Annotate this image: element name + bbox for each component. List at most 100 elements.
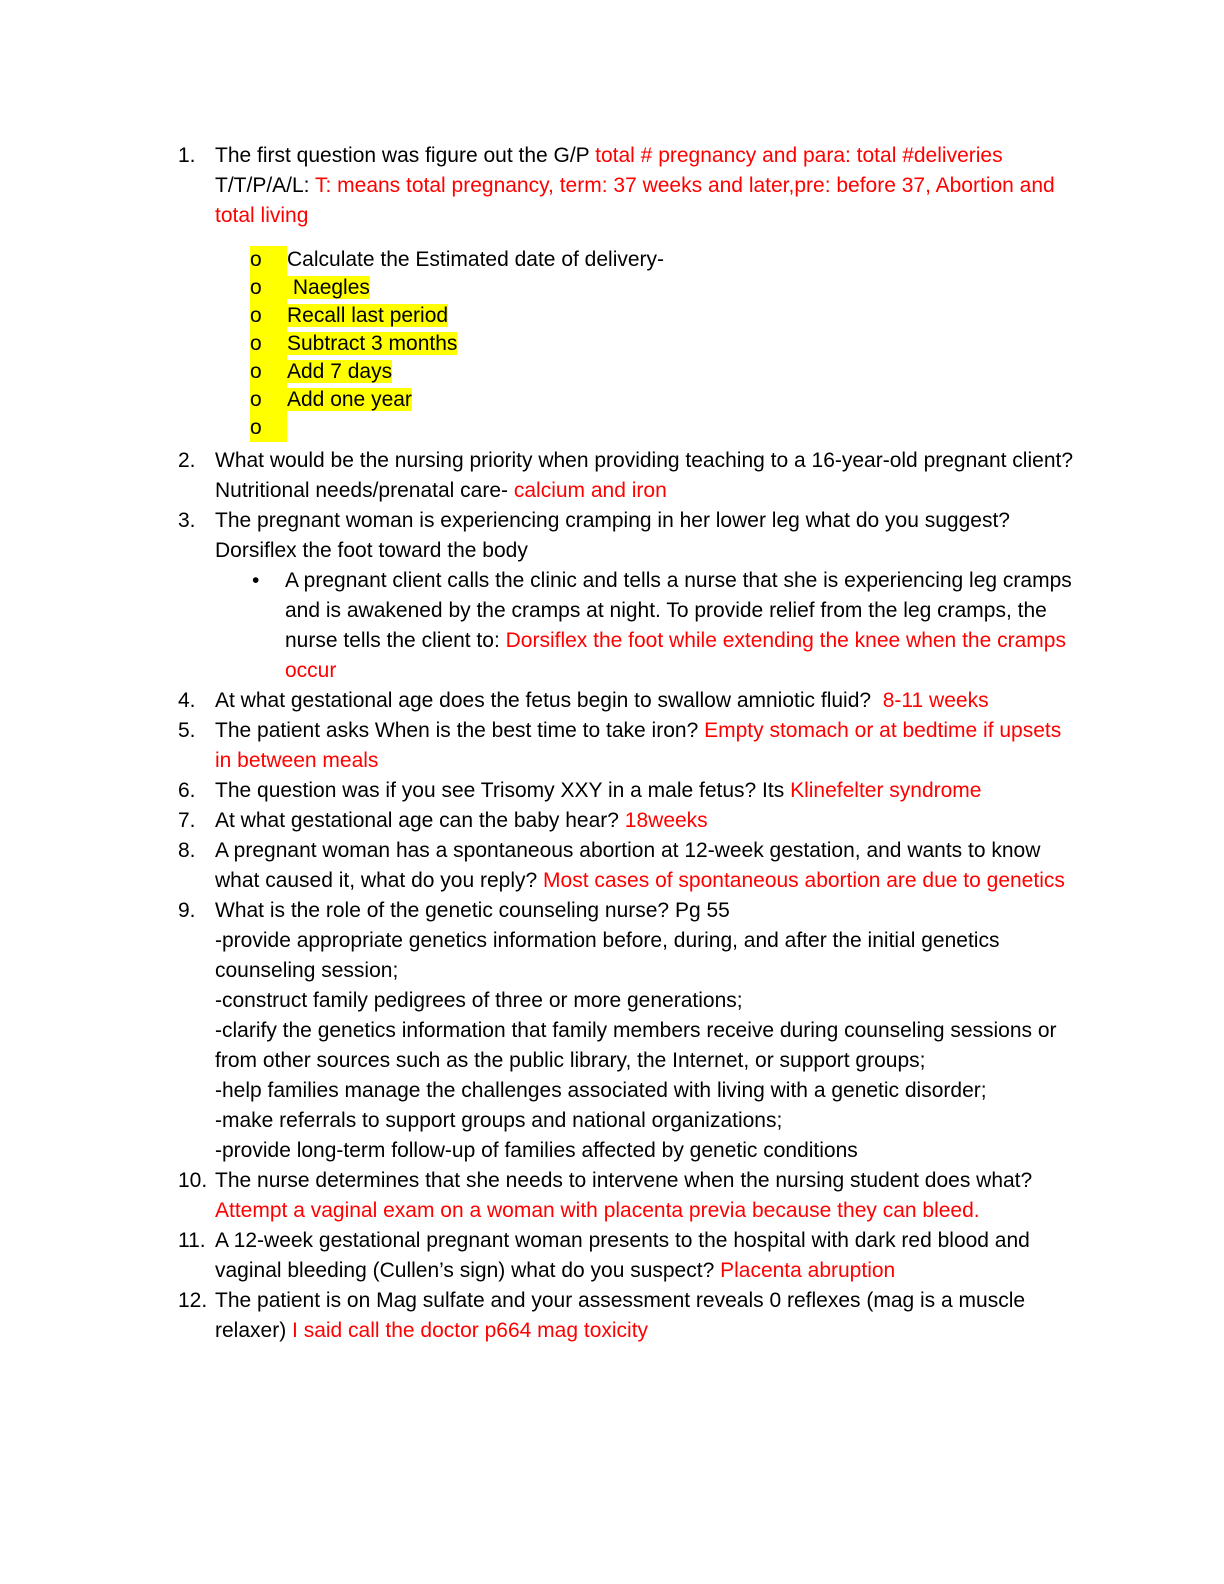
question-number: 5.	[178, 719, 196, 742]
answer-text-segment: calcium and iron	[513, 479, 667, 502]
question-item: 10. The nurse determines that she needs t…	[178, 1166, 1076, 1226]
question-number: 12.	[178, 1289, 208, 1312]
answer-text-segment: Most cases of spontaneous abortion are d…	[543, 869, 1065, 892]
question-item: 4. At what gestational age does the fetus…	[178, 686, 1076, 716]
highlighted-text-segment: Add 7 days	[287, 360, 393, 383]
question-number: 8.	[178, 839, 196, 862]
circle-list-marker: o	[250, 330, 287, 358]
question-body: The pregnant woman is experiencing cramp…	[215, 506, 1076, 686]
question-number: 7.	[178, 809, 196, 832]
question-item: 5. The patient asks When is the best time…	[178, 716, 1076, 776]
sub-item-text: Subtract 3 months	[287, 330, 1076, 358]
question-body: The nurse determines that she needs to i…	[215, 1166, 1076, 1226]
answer-text-segment: Klinefelter syndrome	[790, 779, 982, 802]
question-body: What is the role of the genetic counseli…	[215, 896, 1076, 1166]
sub-item-text: Calculate the Estimated date of delivery…	[287, 246, 1076, 274]
question-text-segment: The question was if you see Trisomy XXY …	[215, 779, 791, 802]
question-text-segment: What is the role of the genetic counseli…	[215, 899, 1057, 1162]
question-paragraph: The nurse determines that she needs to i…	[215, 1166, 1076, 1226]
question-item: 3. The pregnant woman is experiencing cra…	[178, 506, 1076, 686]
circle-list-marker: o	[250, 414, 287, 442]
question-text-segment: A pregnant client calls the clinic and t…	[285, 569, 1078, 652]
question-number: 6.	[178, 779, 196, 802]
sub-list-item: o	[250, 414, 1076, 442]
question-paragraph: The question was if you see Trisomy XXY …	[215, 776, 1076, 806]
answer-text-segment: Empty stomach or at bedtime if upsets in…	[215, 719, 1068, 772]
question-text-segment: At what gestational age does the fetus b…	[215, 689, 883, 712]
question-item: 11. A 12-week gestational pregnant woman …	[178, 1226, 1076, 1286]
question-number: 4.	[178, 689, 196, 712]
highlighted-text-segment: Subtract 3 months	[287, 332, 458, 355]
question-body: The first question was figure out the G/…	[215, 141, 1076, 446]
question-number: 2.	[178, 449, 196, 472]
question-number: 10.	[178, 1169, 208, 1192]
question-text-segment: A 12-week gestational pregnant woman pre…	[215, 1229, 1036, 1282]
question-text-segment: At what gestational age can the baby hea…	[215, 809, 625, 832]
question-number: 1.	[178, 144, 196, 167]
circle-list-marker: o	[250, 386, 287, 414]
question-body: The question was if you see Trisomy XXY …	[215, 776, 1076, 806]
question-paragraph: What is the role of the genetic counseli…	[215, 896, 1076, 1166]
question-paragraph: What would be the nursing priority when …	[215, 446, 1076, 506]
question-text-segment: The pregnant woman is experiencing cramp…	[215, 509, 1016, 562]
question-item: 2. What would be the nursing priority whe…	[178, 446, 1076, 506]
highlighted-text-segment: Naegles	[287, 276, 370, 299]
question-item: 12. The patient is on Mag sulfate and you…	[178, 1286, 1076, 1346]
question-paragraph: A 12-week gestational pregnant woman pre…	[215, 1226, 1076, 1286]
circle-list-marker: o	[250, 358, 287, 386]
sub-item-text: Naegles	[287, 274, 1076, 302]
question-body: A pregnant woman has a spontaneous abort…	[215, 836, 1076, 896]
question-body: At what gestational age does the fetus b…	[215, 686, 1076, 716]
answer-text-segment: 18weeks	[624, 809, 708, 832]
question-text-segment: T/T/P/A/L:	[215, 144, 1009, 197]
sub-item-text: Add one year	[287, 386, 1076, 414]
question-paragraph: A pregnant woman has a spontaneous abort…	[215, 836, 1076, 896]
answer-text-segment: Dorsiflex the foot while extending the k…	[285, 629, 1072, 682]
answer-text-segment: total # pregnancy and para: total #deliv…	[595, 144, 1003, 167]
question-item: 1. The first question was figure out the …	[178, 141, 1076, 446]
question-body: The patient is on Mag sulfate and your a…	[215, 1286, 1076, 1346]
question-number: 11.	[178, 1229, 206, 1252]
sub-item-text: A pregnant client calls the clinic and t…	[285, 566, 1076, 686]
question-text-segment: Calculate the Estimated date of delivery…	[287, 248, 665, 271]
answer-text-segment: 8-11 weeks	[882, 689, 989, 712]
answer-text-segment: Placenta abruption	[720, 1259, 896, 1282]
sub-list-item: o Naegles	[250, 274, 1076, 302]
question-paragraph: At what gestational age can the baby hea…	[215, 806, 1076, 836]
sub-list-item: • A pregnant client calls the clinic and …	[250, 566, 1076, 686]
circle-list-marker: o	[250, 246, 287, 274]
question-paragraph: The pregnant woman is experiencing cramp…	[215, 506, 1076, 566]
question-number: 9.	[178, 899, 196, 922]
sub-item-text: Add 7 days	[287, 358, 1076, 386]
question-text-segment: The patient is on Mag sulfate and your a…	[215, 1289, 1031, 1342]
sub-list-bullets: • A pregnant client calls the clinic and …	[250, 566, 1076, 686]
question-item: 6. The question was if you see Trisomy XX…	[178, 776, 1076, 806]
question-text-segment: A pregnant woman has a spontaneous abort…	[215, 839, 1047, 892]
question-list: 1. The first question was figure out the …	[178, 141, 1076, 1346]
bullet-list-marker: •	[252, 569, 260, 592]
answer-text-segment: T: means total pregnancy, term: 37 weeks…	[215, 174, 1061, 227]
sub-item-text: Recall last period	[287, 302, 1076, 330]
answer-text-segment: I said call the doctor p664 mag toxicity	[292, 1319, 649, 1342]
question-item: 9. What is the role of the genetic counse…	[178, 896, 1076, 1166]
question-body: At what gestational age can the baby hea…	[215, 806, 1076, 836]
circle-list-marker: o	[250, 274, 287, 302]
question-text-segment: The patient asks When is the best time t…	[215, 719, 705, 742]
question-item: 8. A pregnant woman has a spontaneous abo…	[178, 836, 1076, 896]
highlighted-text-segment: Recall last period	[287, 304, 449, 327]
question-body: What would be the nursing priority when …	[215, 446, 1076, 506]
question-item: 7. At what gestational age can the baby h…	[178, 806, 1076, 836]
question-text-segment: What would be the nursing priority when …	[215, 449, 1079, 502]
question-paragraph: At what gestational age does the fetus b…	[215, 686, 1076, 716]
question-text-segment: The nurse determines that she needs to i…	[215, 1169, 1037, 1192]
question-number: 3.	[178, 509, 196, 532]
highlighted-text-segment: Add one year	[287, 388, 412, 411]
circle-list-marker: o	[250, 302, 287, 330]
